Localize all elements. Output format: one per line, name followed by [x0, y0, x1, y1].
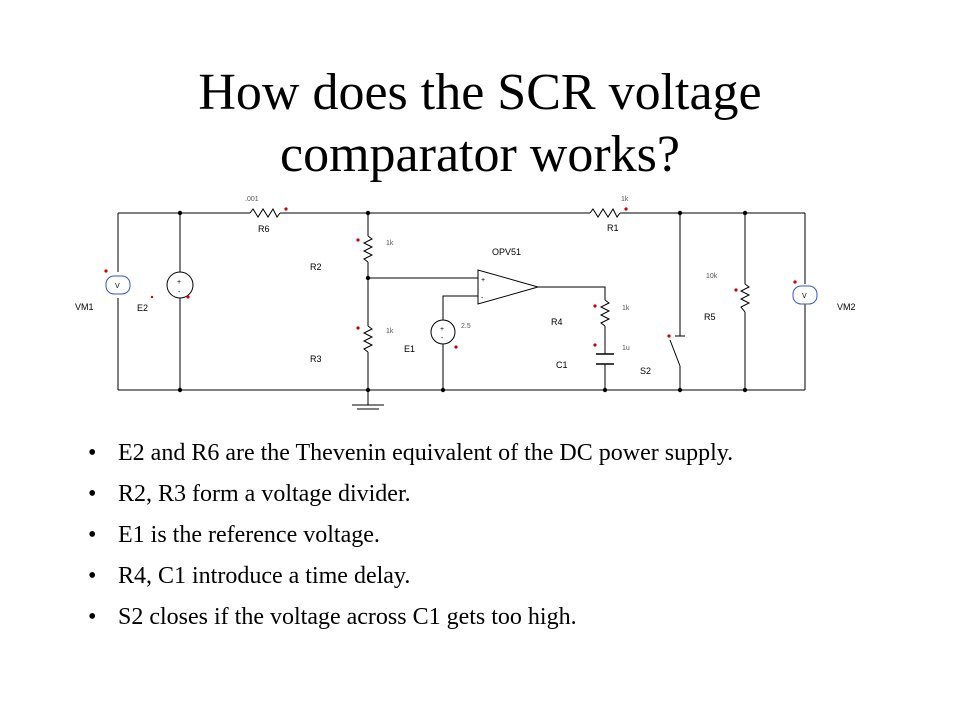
bullet-item: R2, R3 form a voltage divider.: [88, 481, 888, 507]
label-vm2: VM2: [837, 302, 856, 312]
resistor-r3: [362, 325, 374, 353]
title-line-2: comparator works?: [280, 126, 680, 183]
label-vm1: VM1: [75, 302, 94, 312]
value-c1: 1u: [622, 345, 630, 352]
e1-minus-sign: -: [441, 335, 444, 342]
bullet-item: E2 and R6 are the Thevenin equivalent of…: [88, 440, 888, 466]
label-r5: R5: [704, 312, 716, 322]
source-e1: [430, 319, 456, 345]
label-e2: E2: [137, 303, 148, 313]
label-c1: C1: [556, 360, 568, 370]
resistor-r6: [249, 207, 281, 218]
meter-vm1: [105, 275, 131, 295]
label-e1: E1: [404, 344, 415, 354]
opamp-minus-pin: -: [481, 295, 484, 302]
resistor-r1: [589, 207, 621, 218]
value-r4: 1k: [622, 305, 630, 312]
label-r4: R4: [551, 317, 563, 327]
label-r2: R2: [310, 262, 322, 272]
e1-plus-sign: +: [440, 326, 444, 333]
bullet-item: R4, C1 introduce a time delay.: [88, 563, 888, 589]
label-opamp: OPV51: [492, 247, 521, 257]
label-s2: S2: [640, 366, 651, 376]
resistor-r2: [362, 235, 374, 263]
label-r6: R6: [258, 224, 270, 234]
capacitor-c1: [596, 353, 614, 365]
bullet-item: E1 is the reference voltage.: [88, 522, 888, 548]
title-line-1: How does the SCR voltage: [198, 64, 762, 121]
polarity-markers: [104, 207, 797, 349]
wires: [117, 212, 806, 410]
resistor-r5: [739, 283, 751, 313]
switch-s2: [669, 335, 685, 367]
label-r1: R1: [607, 223, 619, 233]
junction-dots: [177, 210, 748, 393]
slide-title: How does the SCR voltage comparator work…: [0, 62, 960, 186]
opamp-triangle: [477, 269, 540, 305]
resistor-r4: [599, 299, 611, 327]
source-e2: [166, 271, 194, 299]
label-r3: R3: [310, 354, 322, 364]
value-r6: .001: [245, 196, 259, 203]
value-r1: 1k: [621, 196, 629, 203]
value-r2: 1k: [386, 240, 394, 247]
opamp-plus-pin: +: [481, 277, 485, 284]
vm2-symbol: V: [802, 293, 807, 300]
bullet-list: E2 and R6 are the Thevenin equivalent of…: [88, 440, 888, 645]
e2-minus-sign: -: [178, 289, 181, 296]
vm1-symbol: V: [115, 283, 120, 290]
value-e1: 2.5: [461, 323, 471, 330]
e2-plus-sign: +: [177, 279, 181, 286]
value-r3: 1k: [386, 328, 394, 335]
meter-vm2: [792, 285, 818, 305]
value-r5: 10k: [706, 273, 718, 280]
bullet-item: S2 closes if the voltage across C1 gets …: [88, 604, 888, 630]
